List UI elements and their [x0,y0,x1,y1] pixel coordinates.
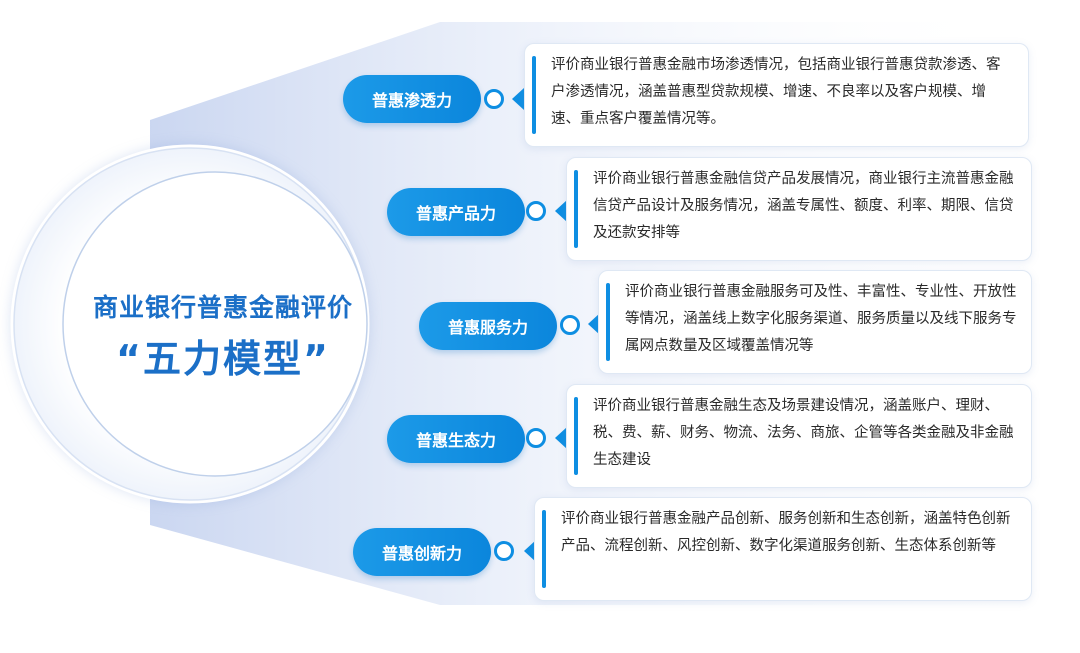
pill-ecosystem: 普惠生态力 [387,415,525,463]
connector-node-icon [526,201,546,221]
model-title-line2: “五力模型” [116,337,330,381]
pill-innovation: 普惠创新力 [353,528,491,576]
pill-penetration: 普惠渗透力 [343,75,481,123]
description-card-service: 评价商业银行普惠金融服务可及性、丰富性、专业性、开放性等情况，涵盖线上数字化服务… [598,270,1032,374]
description-text: 评价商业银行普惠金融服务可及性、丰富性、专业性、开放性等情况，涵盖线上数字化服务… [625,284,1017,354]
description-card-penetration: 评价商业银行普惠金融市场渗透情况，包括商业银行普惠贷款渗透、客户渗透情况，涵盖普… [524,43,1029,147]
model-title: 商业银行普惠金融评价 “五力模型” [58,288,388,383]
description-text: 评价商业银行普惠金融信贷产品发展情况，商业银行主流普惠金融信贷产品设计及服务情况… [593,171,1014,241]
description-text: 评价商业银行普惠金融生态及场景建设情况，涵盖账户、理财、税、费、薪、财务、物流、… [593,398,1014,468]
pill-product: 普惠产品力 [387,188,525,236]
pointer-arrow-icon [512,88,524,110]
connector-node-icon [526,428,546,448]
description-text: 评价商业银行普惠金融产品创新、服务创新和生态创新，涵盖特色创新产品、流程创新、风… [561,511,1011,554]
pointer-arrow-icon [524,540,536,562]
pill-service: 普惠服务力 [419,302,557,350]
model-title-line1: 商业银行普惠金融评价 [92,293,353,322]
description-card-ecosystem: 评价商业银行普惠金融生态及场景建设情况，涵盖账户、理财、税、费、薪、财务、物流、… [566,384,1032,488]
description-card-innovation: 评价商业银行普惠金融产品创新、服务创新和生态创新，涵盖特色创新产品、流程创新、风… [534,497,1032,601]
connector-node-icon [560,315,580,335]
pointer-arrow-icon [555,200,567,222]
connector-node-icon [484,89,504,109]
pointer-arrow-icon [588,313,600,335]
connector-node-icon [494,541,514,561]
description-text: 评价商业银行普惠金融市场渗透情况，包括商业银行普惠贷款渗透、客户渗透情况，涵盖普… [551,57,1001,127]
pointer-arrow-icon [555,427,567,449]
inner-ring [62,171,368,477]
description-card-product: 评价商业银行普惠金融信贷产品发展情况，商业银行主流普惠金融信贷产品设计及服务情况… [566,157,1032,261]
